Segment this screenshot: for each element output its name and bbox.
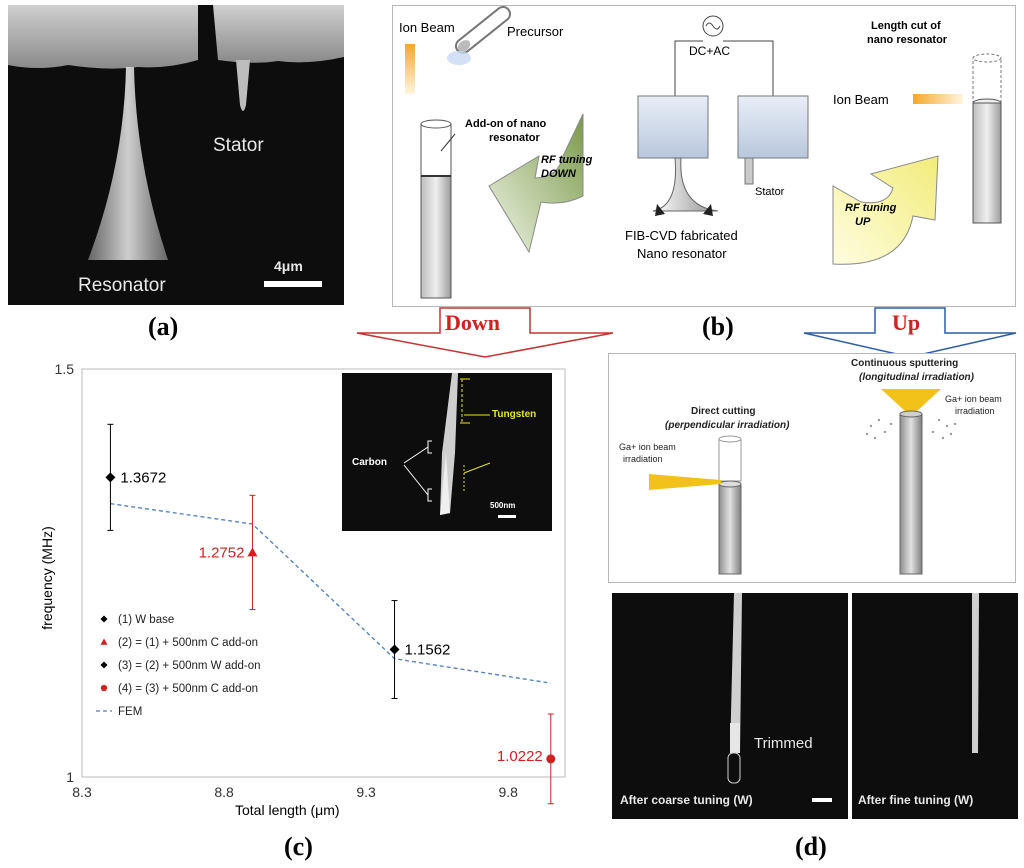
inset-sem-image: Carbon Tungsten 500nm [342,373,552,531]
data-point-marker [247,547,258,557]
frequency-chart: 8.3 8.8 9.3 9.8 1 1.5 1.3672 1.2752 1.1562 1.0222… [55,361,566,805]
sem-resonator-graphic [8,5,344,260]
sem-coarse-graphic [727,593,832,802]
left-nanorod-icon [420,119,456,299]
data-point-marker [105,472,116,483]
plot-frame [81,368,566,778]
inset-tungsten-label: Tungsten [492,409,537,420]
addon-label-1: Add-on of nano [465,118,547,130]
fib-label-2: Nano resonator [637,246,727,261]
panel-d-graphic [649,389,957,575]
panel-b-schematic: Ion Beam Precursor Add-on of nano resona… [392,5,1016,307]
sputter-label-2: (longitudinal irradiation) [859,372,974,383]
lengthcut-label-1: Length cut of [871,20,941,32]
x-axis-label: Total length (μm) [235,802,340,818]
inset-scale-label: 500nm [490,501,516,510]
sputter-label-1: Continuous sputtering [851,358,959,369]
trimmed-label: Trimmed [754,735,813,752]
panel-d-schematic: Direct cutting (perpendicular irradiatio… [608,353,1016,583]
after-fine-label: After fine tuning (W) [858,793,974,807]
rf-down-arrow-icon [488,113,584,254]
scale-bar-a [264,281,322,287]
ga-right-label-2: irradiation [955,406,995,416]
direct-cut-label-1: Direct cutting [691,406,756,417]
up-arrow-banner [803,307,1017,358]
data-point-label: 1.1562 [405,642,451,659]
sem-after-fine: After fine tuning (W) [852,593,1018,819]
sem-after-coarse: Trimmed After coarse tuning (W) [612,593,848,819]
down-arrow-label: Down [445,310,501,335]
fib-cvd-resonator-icon [637,15,809,216]
rf-down-label-1: RF tuning [541,154,593,166]
data-point-label: 1.3672 [120,469,166,486]
legend-marker [100,661,108,669]
ion-beam-right-icon [913,94,963,104]
data-point-label: 1.0222 [497,748,543,765]
down-arrow-banner [356,307,614,358]
lengthcut-label-2: nano resonator [867,34,948,46]
resonator-label: Resonator [78,275,166,296]
panel-label-a: (a) [148,312,179,341]
after-coarse-label: After coarse tuning (W) [620,793,753,807]
rf-up-label-1: RF tuning [845,202,897,214]
scale-label-a: 4μm [274,258,303,274]
data-point-marker [546,754,556,764]
dcac-label: DC+AC [689,44,731,58]
panel-b-graphic [405,6,1002,299]
inset-sem-graphic [403,373,516,518]
legend-entry: (4) = (3) + 500nm C add-on [118,683,258,695]
direct-cut-label-2: (perpendicular irradiation) [665,420,790,431]
panel-c-chart: 8.3 8.8 9.3 9.8 1 1.5 1.3672 1.2752 1.1562 1.0222… [20,355,590,825]
y-tick-label: 1.5 [55,361,75,377]
x-tick-label: 9.8 [498,784,518,800]
ga-right-label-1: Ga+ ion beam [945,394,1002,404]
ion-beam-left-icon [405,44,415,94]
precursor-nozzle-icon [447,6,511,65]
legend-marker [100,638,108,645]
rf-up-label-2: UP [855,216,871,228]
y-axis-label: frequency (MHz) [39,526,55,630]
ga-beam-left-icon [649,474,721,490]
addon-label-2: resonator [489,132,540,144]
precursor-label: Precursor [507,24,564,39]
x-tick-label: 8.3 [72,784,92,800]
rf-down-label-2: DOWN [541,168,576,180]
ga-left-label-2: irradiation [623,454,663,464]
x-tick-label: 9.3 [356,784,376,800]
fib-label-1: FIB-CVD fabricated [625,228,738,243]
legend-entry: FEM [118,706,142,718]
x-tick-label: 8.8 [214,784,234,800]
sputter-rod-icon [865,389,957,575]
y-tick-label: 1 [66,769,74,785]
data-point-label: 1.2752 [199,544,245,561]
legend-entry: (1) W base [118,614,174,626]
panel-label-c: (c) [284,832,313,861]
right-nanorod-icon [972,53,1002,224]
legend-entry: (3) = (2) + 500nm W add-on [118,660,261,672]
ga-left-label-1: Ga+ ion beam [619,442,676,452]
ion-beam-left-label: Ion Beam [399,20,455,35]
panel-label-d: (d) [795,832,827,861]
panel-a-sem-image: Stator Resonator 4μm [8,5,344,305]
legend-marker [100,684,108,692]
stator-label: Stator [213,135,264,156]
legend-entry: (2) = (1) + 500nm C add-on [118,637,258,649]
rf-up-arrow-icon [832,155,939,265]
panel-label-b: (b) [702,312,734,341]
stator-label-b: Stator [755,186,785,198]
inset-carbon-label: Carbon [352,457,387,468]
data-point-marker [389,644,400,655]
legend-marker [100,615,108,623]
ion-beam-right-label: Ion Beam [833,92,889,107]
up-arrow-label: Up [892,310,921,335]
direct-cut-rod-icon [718,435,742,575]
sem-fine-graphic [972,593,979,753]
fem-line [110,502,551,684]
